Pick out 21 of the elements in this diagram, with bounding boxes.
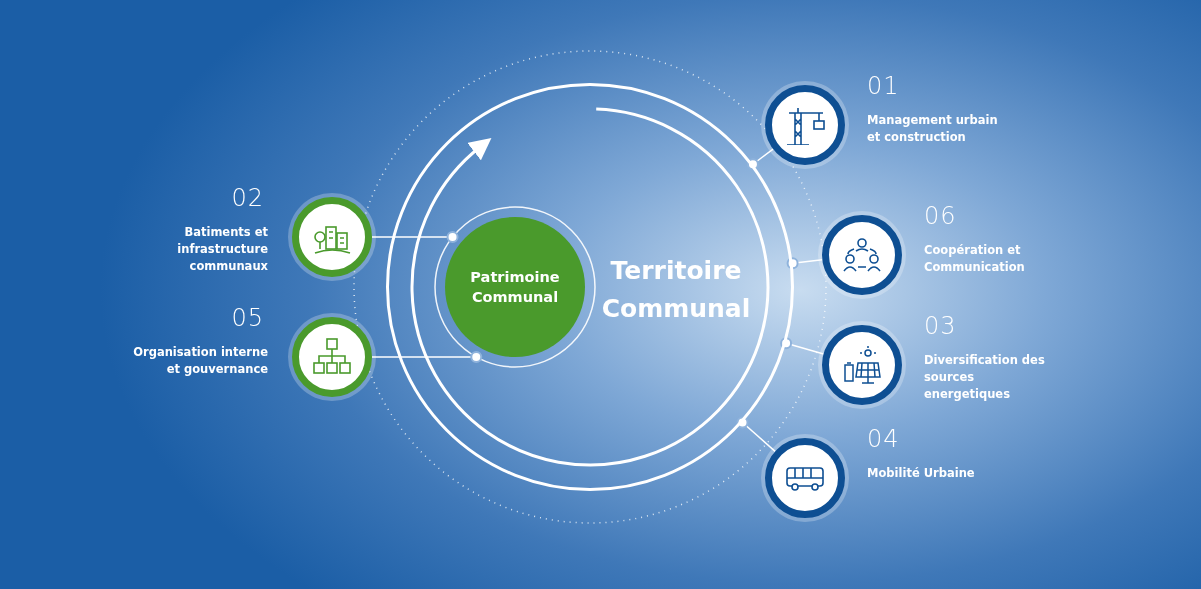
- step-label: Organisation interne et gouvernance: [132, 344, 268, 378]
- step-label: Mobilité Urbaine: [867, 465, 976, 482]
- step-label: Batiments et infrastructure communaux: [176, 224, 268, 275]
- step-number: 03: [924, 312, 957, 340]
- step-label: Diversification des sources energetiques: [924, 352, 1046, 403]
- step-label: Management urbain et construction: [867, 112, 999, 146]
- step-number: 04: [867, 425, 900, 453]
- connector: [746, 148, 774, 171]
- center-circle: [445, 217, 585, 357]
- connector: [371, 351, 483, 363]
- step-number: 05: [231, 304, 264, 332]
- title-text: Territoire Communal: [600, 255, 752, 325]
- connector: [786, 257, 823, 270]
- step-number: 01: [867, 72, 900, 100]
- connector: [371, 231, 459, 243]
- connector: [736, 416, 776, 453]
- step-label: Coopération et Communication: [924, 242, 1026, 276]
- step-number: 06: [924, 202, 957, 230]
- connector: [780, 337, 825, 355]
- step-number: 02: [231, 184, 264, 212]
- circle-label: Patrimoine Communal: [469, 268, 561, 307]
